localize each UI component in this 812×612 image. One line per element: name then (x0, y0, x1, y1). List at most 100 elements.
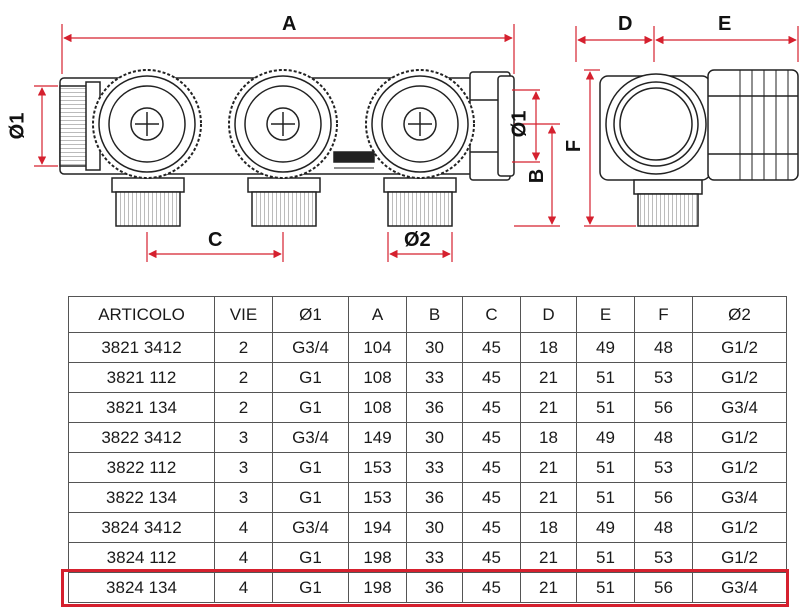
table-cell: 45 (462, 542, 521, 573)
table-cell: 108 (348, 392, 407, 423)
table-cell: 18 (520, 512, 577, 543)
table-cell: 45 (462, 362, 521, 393)
table-cell: 3 (214, 482, 273, 513)
table-cell: 45 (462, 512, 521, 543)
table-cell: G1 (272, 482, 349, 513)
table-cell: G1/2 (692, 422, 787, 453)
header-cell: A (348, 296, 407, 333)
table-cell: 21 (520, 482, 577, 513)
table-cell: 2 (214, 392, 273, 423)
table-cell: 45 (462, 332, 521, 363)
table-cell: 3824 3412 (68, 512, 215, 543)
table-cell: 45 (462, 422, 521, 453)
table-cell: 51 (576, 392, 635, 423)
header-cell: ARTICOLO (68, 296, 215, 333)
table-cell: 51 (576, 452, 635, 483)
header-cell: Ø1 (272, 296, 349, 333)
table-cell: 21 (520, 452, 577, 483)
header-cell: Ø2 (692, 296, 787, 333)
dim-label-d2: Ø2 (404, 229, 431, 251)
table-cell: 51 (576, 362, 635, 393)
table-cell: G1 (272, 362, 349, 393)
table-cell: G1 (272, 452, 349, 483)
table-cell: 21 (520, 362, 577, 393)
dim-label-f: F (563, 139, 586, 153)
table-cell: G1/2 (692, 512, 787, 543)
outlet-1 (111, 177, 185, 227)
table-cell: 36 (406, 482, 463, 513)
dim-label-d: D (618, 13, 633, 35)
table-cell: 198 (348, 572, 407, 603)
table-cell: G3/4 (272, 332, 349, 363)
table-header-row: ARTICOLO VIE Ø1 A B C D E F Ø2 (68, 296, 787, 333)
table-cell: 45 (462, 392, 521, 423)
table-cell: 51 (576, 572, 635, 603)
outlet-3 (383, 177, 457, 227)
table-cell: 4 (214, 512, 273, 543)
dim-label-d1-right: Ø1 (508, 110, 531, 138)
table-cell: 45 (462, 572, 521, 603)
table-cell: 198 (348, 542, 407, 573)
header-cell: C (462, 296, 521, 333)
technical-drawing: A D E Ø1 Ø1 B F C Ø2 (0, 0, 812, 290)
table-cell: 49 (576, 422, 635, 453)
side-handle (707, 69, 799, 181)
dim-label-c: C (208, 229, 223, 251)
table-cell: 21 (520, 542, 577, 573)
table-cell: 194 (348, 512, 407, 543)
table-cell: 49 (576, 512, 635, 543)
table-cell: 45 (462, 452, 521, 483)
highlighted-row-frame (61, 568, 789, 607)
table-cell: 2 (214, 332, 273, 363)
table-cell: G1/2 (692, 452, 787, 483)
header-cell: E (576, 296, 635, 333)
valve-handle-3 (365, 69, 475, 179)
outlet-2 (247, 177, 321, 227)
table-cell: 149 (348, 422, 407, 453)
table-cell: 3821 112 (68, 362, 215, 393)
valve-handle-1 (92, 69, 202, 179)
table-cell: 2 (214, 362, 273, 393)
table-cell: 51 (576, 482, 635, 513)
dimension-lines (34, 24, 799, 262)
dim-label-d1-left: Ø1 (6, 112, 29, 140)
header-cell: D (520, 296, 577, 333)
header-cell: F (634, 296, 693, 333)
dim-label-e: E (718, 13, 732, 35)
table-cell: G1 (272, 572, 349, 603)
table-cell: 4 (214, 542, 273, 573)
table-cell: 18 (520, 332, 577, 363)
table-cell: G3/4 (692, 572, 787, 603)
table-cell: 48 (634, 332, 693, 363)
table-cell: 153 (348, 452, 407, 483)
header-cell: VIE (214, 296, 273, 333)
table-cell: 18 (520, 422, 577, 453)
table-cell: 153 (348, 482, 407, 513)
front-view (59, 69, 515, 227)
side-outlet (633, 179, 703, 195)
table-cell: 3 (214, 452, 273, 483)
table-cell: 3 (214, 422, 273, 453)
table-cell: 56 (634, 482, 693, 513)
table-cell: G3/4 (272, 422, 349, 453)
table-cell: 49 (576, 332, 635, 363)
side-view (599, 69, 799, 227)
table-cell: 21 (520, 572, 577, 603)
table-cell: 3822 112 (68, 452, 215, 483)
table-cell: 3824 112 (68, 542, 215, 573)
valve-handle-2 (228, 69, 338, 179)
table-cell: 36 (406, 392, 463, 423)
table-cell: 3822 134 (68, 482, 215, 513)
table-cell: G3/4 (272, 512, 349, 543)
table-cell: 21 (520, 392, 577, 423)
table-cell: G1/2 (692, 362, 787, 393)
table-cell: 30 (406, 332, 463, 363)
table-cell: 48 (634, 512, 693, 543)
